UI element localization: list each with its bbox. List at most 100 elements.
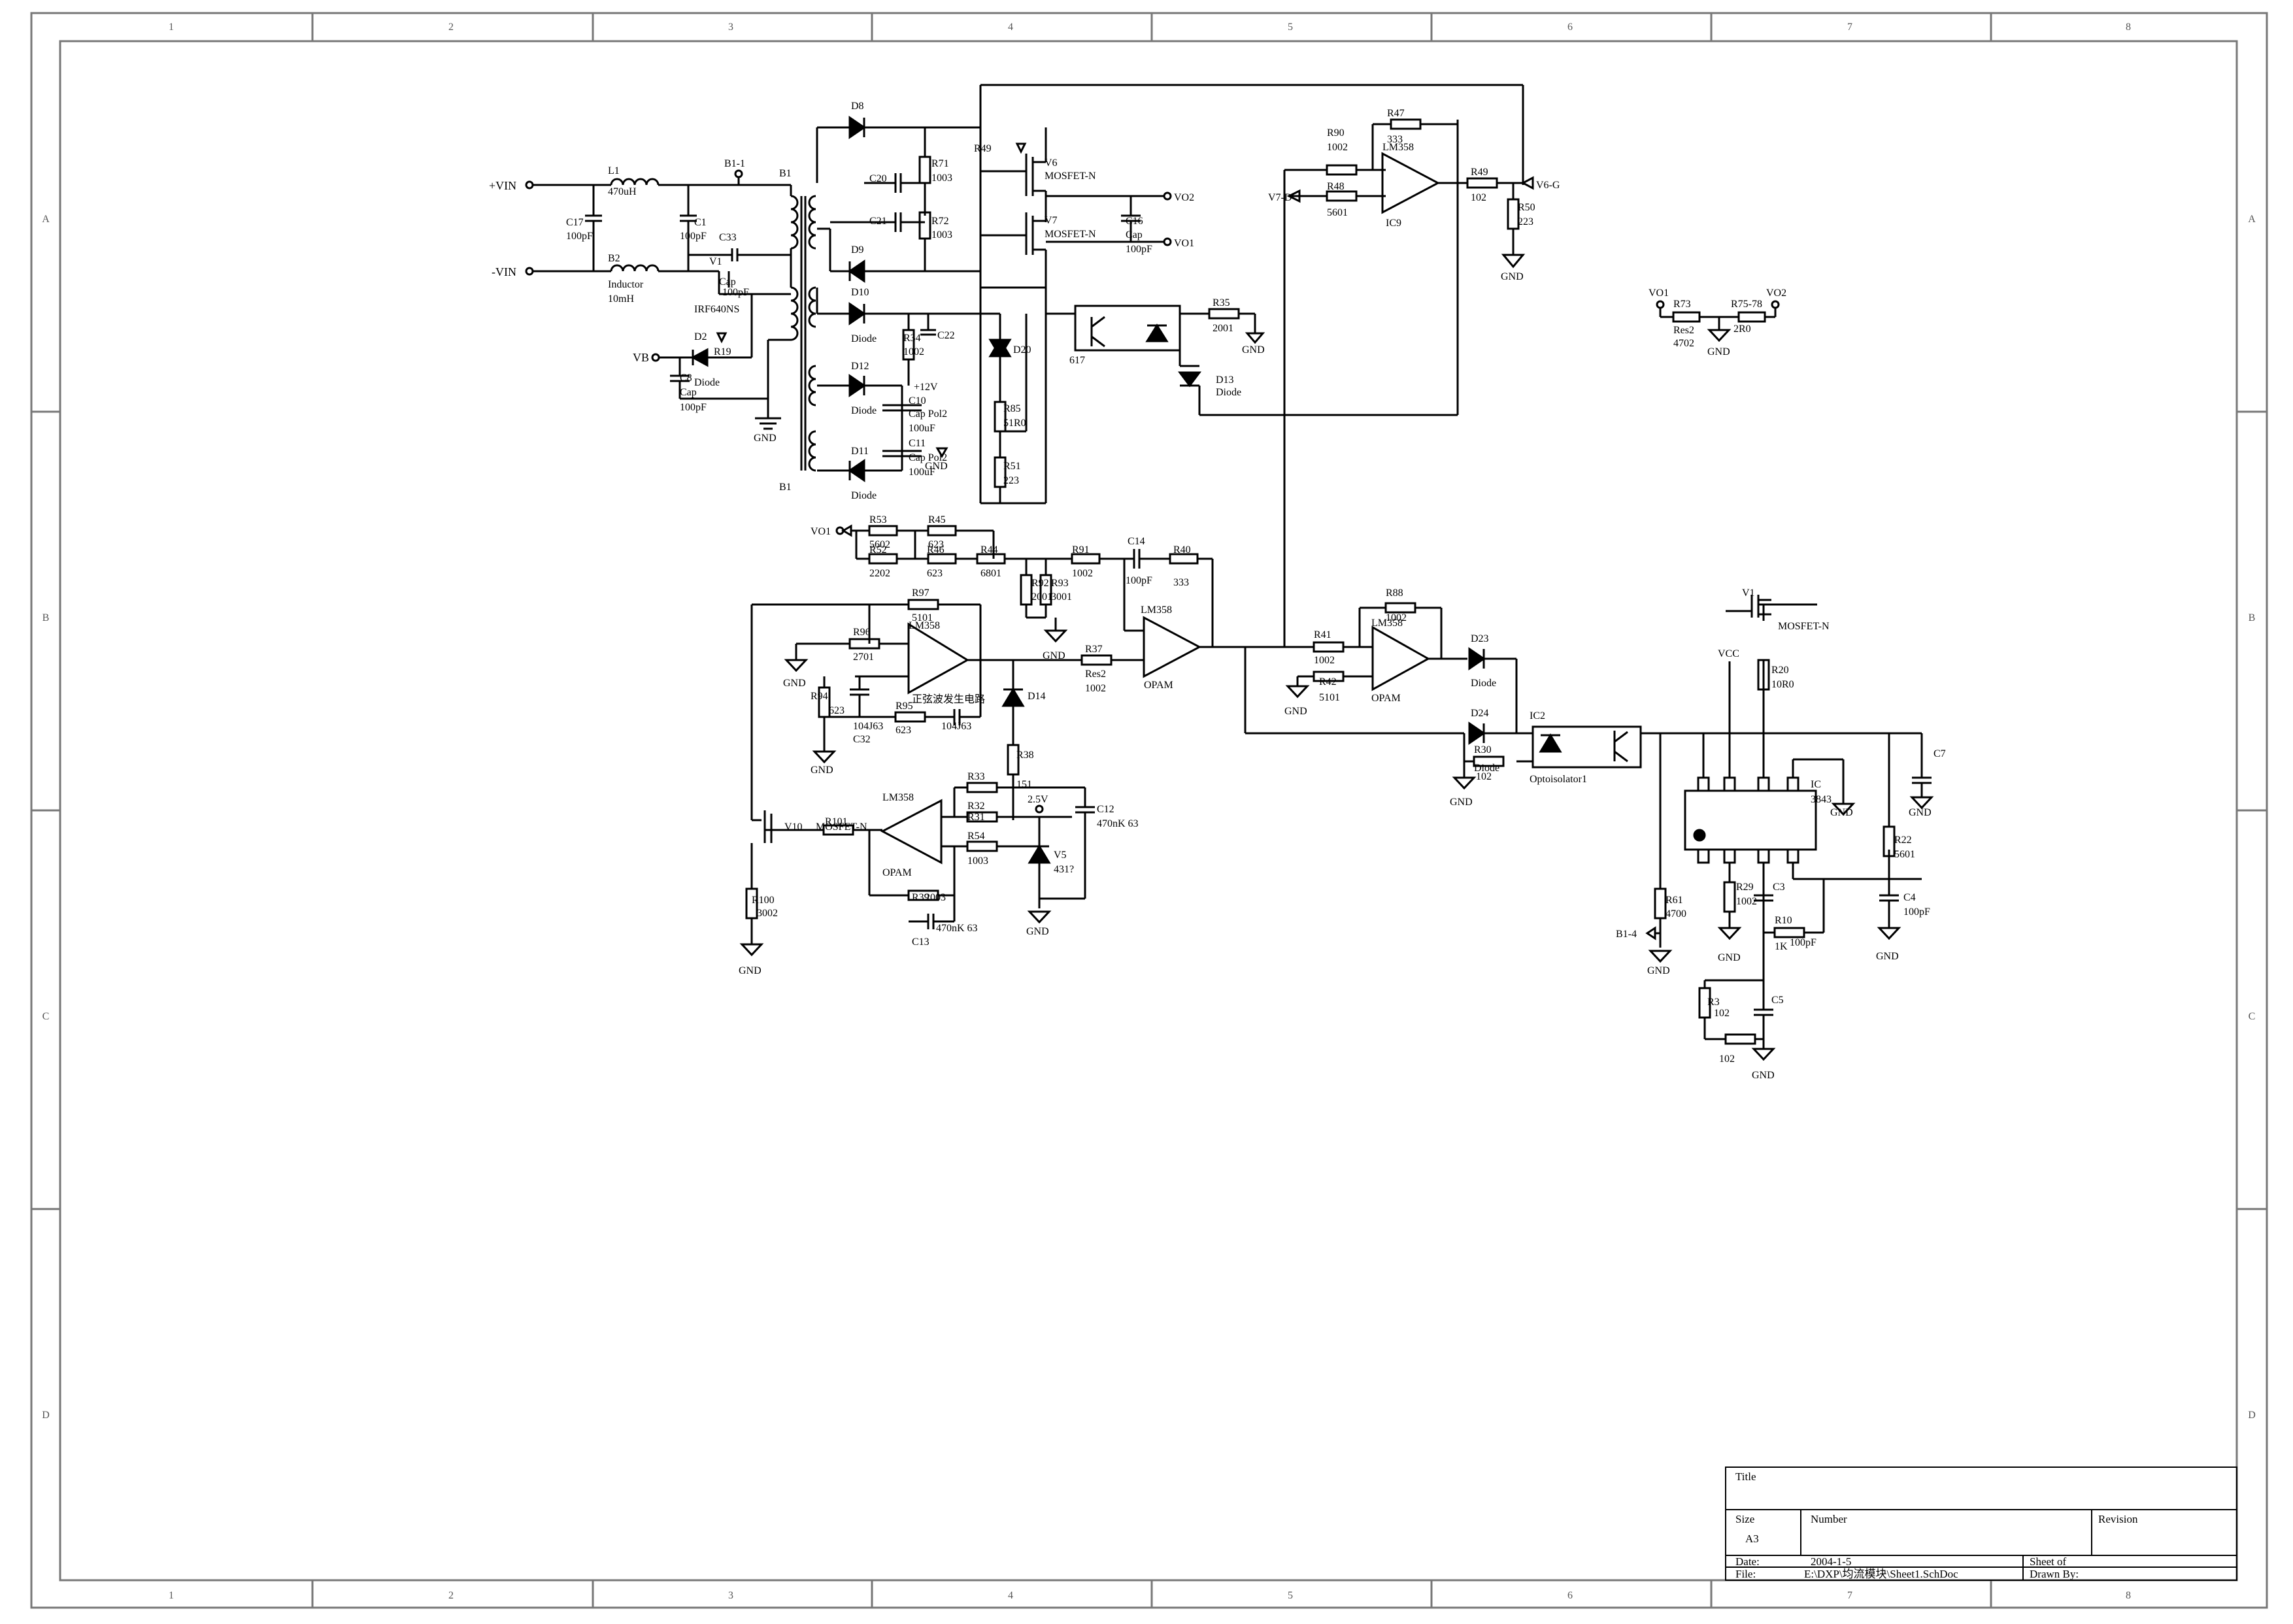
ref-label: C13 bbox=[912, 936, 929, 948]
value-label: 470nK 63 bbox=[936, 923, 978, 934]
value-label: 100pF bbox=[566, 231, 593, 242]
ref-label: R49 bbox=[974, 143, 992, 154]
ref-label: V7 bbox=[1045, 215, 1058, 226]
value-label: 100pF bbox=[1790, 937, 1816, 948]
col-label: 4 bbox=[1008, 1590, 1013, 1601]
ref-label: D8 bbox=[851, 101, 864, 112]
row-label: D bbox=[2248, 1410, 2256, 1421]
value-label: 100uF bbox=[909, 423, 935, 434]
value-label: Cap Pol2 bbox=[909, 408, 947, 420]
value-label: 470uH bbox=[608, 186, 637, 197]
ref-label: R75-78 bbox=[1731, 299, 1762, 310]
drawn-by-label: Drawn By: bbox=[2030, 1568, 2079, 1580]
ref-label: C10 bbox=[909, 395, 926, 406]
gnd-label: GND bbox=[1752, 1070, 1775, 1081]
net-label: B1-1 bbox=[724, 158, 745, 169]
part-label: 3843 bbox=[1811, 794, 1832, 805]
net-label: V7-D bbox=[1268, 192, 1292, 203]
ref-label: V1 bbox=[1742, 588, 1755, 599]
net-label: 2.5V bbox=[1028, 794, 1048, 805]
net-label: VO1 bbox=[811, 526, 831, 537]
value-label: Inductor bbox=[608, 279, 644, 290]
col-label: 2 bbox=[448, 1590, 454, 1601]
ref-label: D13 bbox=[1216, 374, 1234, 386]
value-label: Diode bbox=[1216, 387, 1241, 398]
gnd-label: GND bbox=[1242, 344, 1265, 356]
size-label: Size bbox=[1735, 1513, 1754, 1525]
net-label: +12V bbox=[914, 382, 938, 393]
ref-label: 617 bbox=[1069, 355, 1085, 366]
value-label: 2001 bbox=[1213, 323, 1233, 334]
ref-label: D24 bbox=[1471, 708, 1489, 719]
ref-label: V10 bbox=[784, 821, 803, 833]
size-value: A3 bbox=[1745, 1533, 1759, 1545]
gnd-label: GND bbox=[1284, 706, 1307, 717]
ref-label: R61 bbox=[1665, 895, 1683, 906]
value-label: 2003 bbox=[925, 892, 946, 903]
ref-label: R45 bbox=[928, 514, 946, 525]
ref-label: C14 bbox=[1128, 536, 1145, 547]
date-label: Date: bbox=[1735, 1555, 1760, 1568]
ref-label: C4 bbox=[1903, 892, 1916, 903]
value-label: Cap bbox=[719, 276, 736, 288]
col-label: 4 bbox=[1008, 22, 1013, 33]
ref-label: R38 bbox=[1016, 750, 1034, 761]
part-label: OPAM bbox=[882, 867, 912, 878]
ref-label: D2 bbox=[694, 331, 707, 342]
ref-label: C16 bbox=[1126, 216, 1143, 227]
col-label: 3 bbox=[728, 1590, 733, 1601]
value-label: 102 bbox=[1714, 1008, 1730, 1019]
ref-label: D12 bbox=[851, 361, 869, 372]
ref-label: R19 bbox=[714, 346, 731, 357]
ref-label: D9 bbox=[851, 244, 864, 256]
ref-label: R48 bbox=[1327, 181, 1345, 192]
value-label: 223 bbox=[1518, 216, 1533, 227]
col-label: 7 bbox=[1847, 22, 1852, 33]
ref-label: R51 bbox=[1003, 461, 1021, 472]
value-label: 151 bbox=[1016, 779, 1032, 790]
gnd-label: GND bbox=[1043, 650, 1065, 661]
value-label: 1002 bbox=[1386, 612, 1407, 623]
value-label: MOSFET-N bbox=[1045, 171, 1096, 182]
ref-label: V1 bbox=[709, 256, 722, 267]
ref-label: R95 bbox=[895, 701, 913, 712]
wiring bbox=[525, 84, 1934, 1061]
title-label: Title bbox=[1735, 1470, 1756, 1483]
value-label: 5602 bbox=[869, 539, 890, 550]
part-label: LM358 bbox=[1382, 142, 1414, 153]
value-label: 1002 bbox=[1085, 683, 1106, 694]
value-label: 100pF bbox=[1126, 244, 1152, 255]
col-label: 5 bbox=[1288, 22, 1293, 33]
value-label: 2R0 bbox=[1733, 323, 1751, 335]
col-label: 1 bbox=[169, 1590, 174, 1601]
value-label: 4700 bbox=[1665, 908, 1686, 920]
revision-label: Revision bbox=[2098, 1513, 2138, 1525]
net-label: VO1 bbox=[1649, 288, 1669, 299]
value-label: 333 bbox=[1173, 577, 1189, 588]
ref-label: R31 bbox=[967, 812, 985, 823]
ref-label: R47 bbox=[1387, 108, 1405, 119]
row-label: C bbox=[2249, 1011, 2256, 1022]
col-label: 8 bbox=[2126, 22, 2131, 33]
ref-label: R41 bbox=[1314, 629, 1331, 640]
gnd-label: GND bbox=[1707, 346, 1730, 357]
value-label: 1K bbox=[1775, 941, 1788, 952]
gnd-label: GND bbox=[739, 965, 762, 976]
value-label: 4702 bbox=[1673, 338, 1694, 349]
value-label: Cap bbox=[680, 387, 697, 398]
row-label: A bbox=[2248, 214, 2256, 225]
ref-label: C17 bbox=[566, 217, 584, 228]
gnd-label: GND bbox=[754, 433, 777, 444]
ref-label: R29 bbox=[1736, 882, 1754, 893]
ref-label: R96 bbox=[853, 627, 871, 638]
col-label: 2 bbox=[448, 22, 454, 33]
ref-label: R39 bbox=[912, 892, 929, 903]
ref-label: C1 bbox=[694, 217, 707, 228]
ref-label: R53 bbox=[869, 514, 887, 525]
ref-label: R42 bbox=[1319, 676, 1337, 688]
ref-label: R73 bbox=[1673, 299, 1691, 310]
component-labels: +VIN -VIN L1 470uH C17 100pF C1 100pF B2… bbox=[489, 101, 1946, 1081]
net-label: VO2 bbox=[1174, 192, 1194, 203]
